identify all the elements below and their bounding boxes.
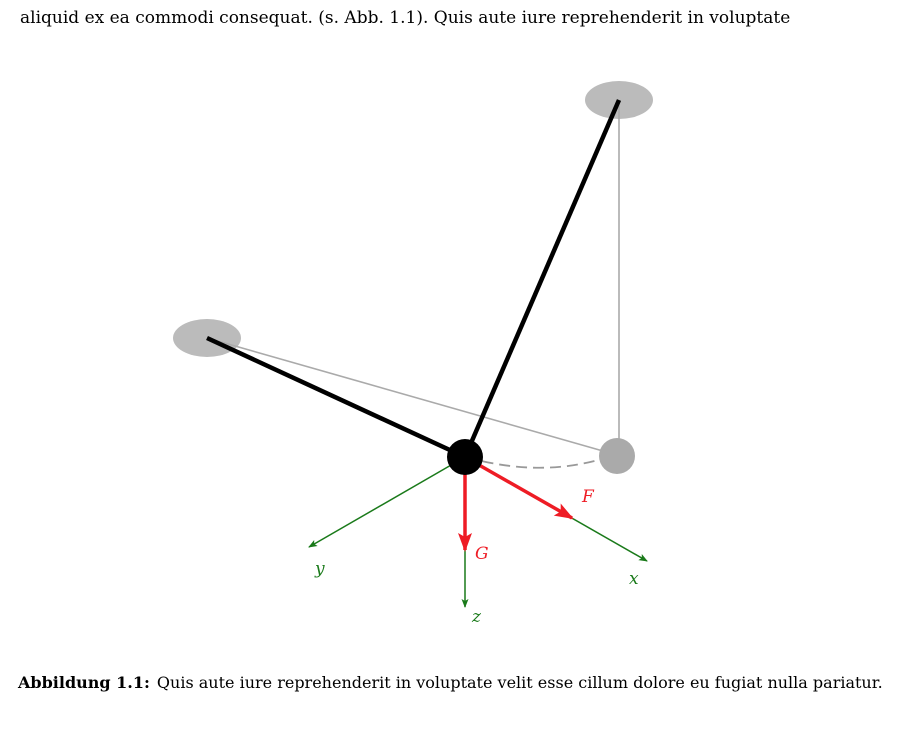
rod-top [462, 99, 622, 458]
figure-caption: Abbildung 1.1: Quis aute iure reprehende… [18, 672, 898, 694]
caption-label: Abbildung 1.1: [18, 673, 150, 692]
force-label-G: G [475, 544, 489, 564]
swing-arc [465, 456, 606, 469]
force-vector-F [464, 455, 574, 520]
force-label-F: F [581, 487, 595, 507]
axis-label-x: x [629, 569, 639, 589]
pendulum-bob [447, 439, 483, 475]
axis-label-y: y [314, 559, 325, 579]
body-text-line: aliquid ex ea commodi consequat. (s. Abb… [20, 8, 791, 28]
caption-text: Quis aute iure reprehenderit in voluptat… [156, 673, 883, 692]
axis-label-z: z [471, 607, 482, 627]
pendulum-figure: y z x G F [173, 81, 653, 627]
axis-y [308, 456, 466, 548]
rod-left [206, 335, 466, 460]
ghost-bob [599, 438, 635, 474]
ghost-rod-diagonal [206, 337, 618, 456]
